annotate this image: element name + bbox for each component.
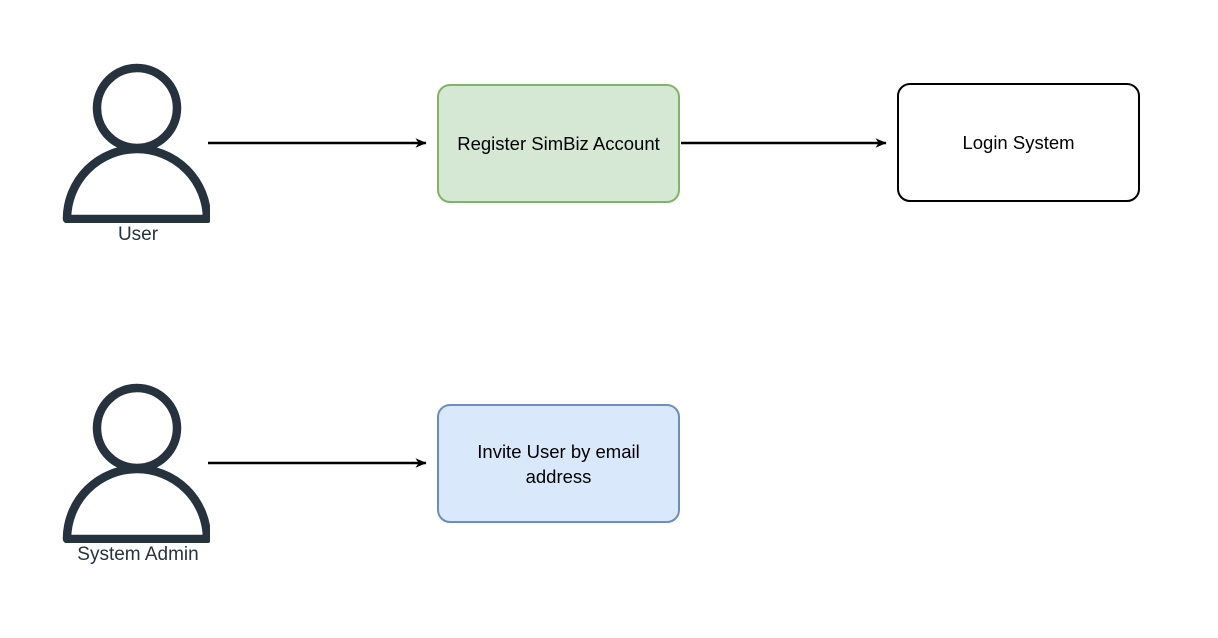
actor-label-system-admin: System Admin [77,544,199,565]
use-case-invite-user-by-email[interactable]: Invite User by email address [437,404,680,523]
use-case-register-simbiz-account[interactable]: Register SimBiz Account [437,84,680,203]
actor-user[interactable]: User [58,58,218,245]
actor-label-user: User [117,224,159,245]
person-actor-icon [58,378,210,543]
use-case-label-invite-user-by-email: Invite User by email address [477,440,640,487]
use-case-label-login-system: Login System [962,132,1075,153]
use-case-login-system[interactable]: Login System [897,83,1140,202]
person-actor-icon [58,58,210,223]
use-case-label-register-simbiz-account: Register SimBiz Account [457,133,660,154]
actor-system-admin[interactable]: System Admin [58,378,218,565]
